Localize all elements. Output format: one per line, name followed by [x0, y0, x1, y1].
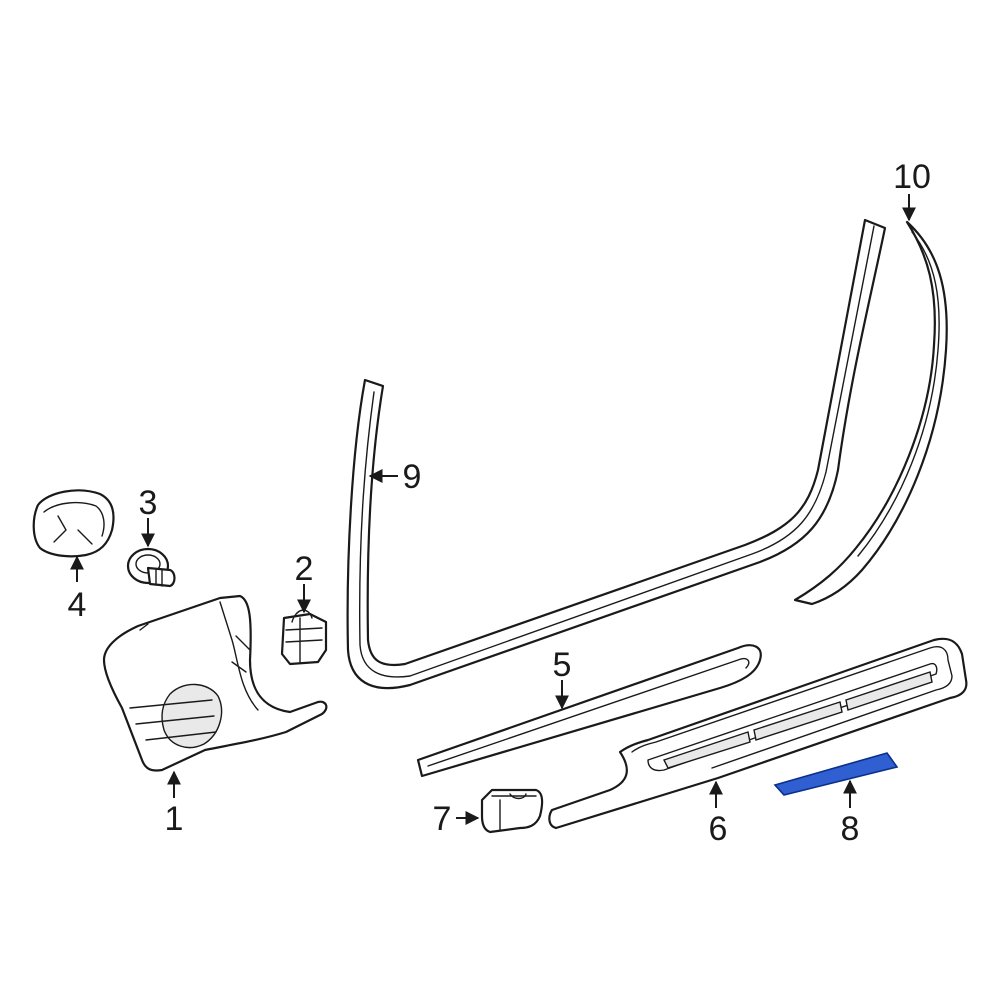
part-9-weatherstrip[interactable]: [346, 218, 887, 690]
callout-6: 6: [709, 810, 728, 848]
callout-10: 10: [893, 158, 931, 196]
part-3-bolt[interactable]: [126, 547, 176, 588]
callout-3: 3: [139, 484, 158, 522]
part-7-bracket[interactable]: [480, 788, 544, 834]
callout-7: 7: [433, 800, 452, 838]
part-1-kick-panel[interactable]: [102, 594, 328, 772]
callout-5: 5: [553, 646, 572, 684]
part-5-sill-trim[interactable]: [416, 644, 762, 778]
callout-1: 1: [165, 800, 184, 838]
part-10-weatherstrip[interactable]: [793, 220, 948, 606]
callout-8: 8: [841, 810, 860, 848]
callout-4: 4: [68, 586, 87, 624]
callout-2: 2: [295, 550, 314, 588]
leader-lines: [70, 194, 916, 825]
part-4-cover[interactable]: [32, 489, 115, 558]
part-6-scuff-plate[interactable]: [548, 637, 968, 830]
callout-labels: 1 2 3 4 5 6 7 8 9 10: [68, 158, 931, 848]
part-8-strip[interactable]: [773, 752, 899, 796]
callout-9: 9: [403, 458, 422, 496]
part-2-clip[interactable]: [280, 609, 328, 666]
part-8-strip-highlight[interactable]: [773, 752, 899, 796]
